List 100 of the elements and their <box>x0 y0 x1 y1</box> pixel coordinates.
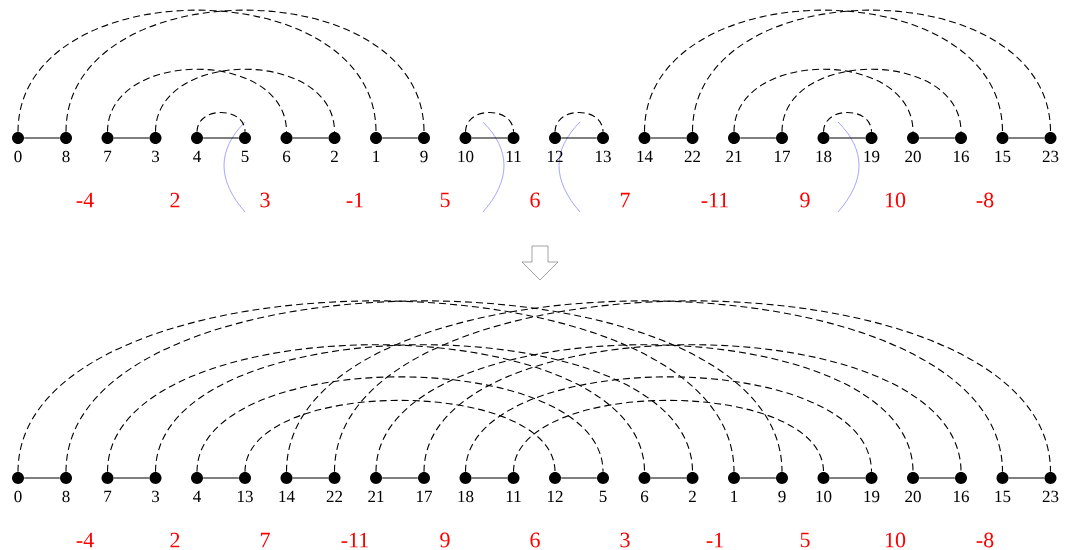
dashed-arc <box>106 68 288 133</box>
value-label: 2 <box>170 192 180 208</box>
node-label: 21 <box>368 490 384 502</box>
connector-line <box>560 477 598 479</box>
node-label: 4 <box>193 150 201 162</box>
value-label: 2 <box>170 532 180 548</box>
node-label: 21 <box>726 150 742 162</box>
value-label: 10 <box>885 192 906 208</box>
connector-line <box>829 137 866 139</box>
node-label: 8 <box>62 150 70 163</box>
node-label: 14 <box>637 150 653 162</box>
dashed-arc <box>822 111 873 133</box>
node-label: 13 <box>237 490 253 503</box>
connector-line <box>650 137 687 139</box>
node-label: 10 <box>458 150 474 163</box>
connector-line <box>918 477 956 479</box>
connector-line <box>202 477 240 479</box>
dashed-arc <box>554 111 604 133</box>
node-label: 20 <box>905 150 921 163</box>
connector-line <box>23 477 61 479</box>
node-label: 2 <box>331 150 338 162</box>
value-label: 6 <box>530 532 540 548</box>
node-label: 1 <box>731 490 738 502</box>
node-label: 17 <box>416 490 433 502</box>
node-label: 6 <box>282 150 291 163</box>
value-label: -11 <box>341 532 368 548</box>
dashed-arc <box>65 9 425 133</box>
node-label: 22 <box>684 150 701 162</box>
node-label: 7 <box>104 150 112 162</box>
value-label: 3 <box>620 532 630 548</box>
connector-line <box>381 477 419 479</box>
node-label: 12 <box>548 150 563 162</box>
connector-line <box>739 137 777 139</box>
node-label: 20 <box>905 490 921 503</box>
dashed-arc <box>196 376 604 473</box>
value-label: 9 <box>800 192 810 208</box>
dashed-arc <box>375 344 914 473</box>
node-label: 8 <box>62 490 70 503</box>
node-label: 14 <box>279 490 295 502</box>
value-label: -1 <box>706 532 723 548</box>
dashed-arc <box>643 9 1004 133</box>
connector-line <box>113 137 150 139</box>
dashed-arc <box>154 344 694 473</box>
node-label: 9 <box>420 150 428 163</box>
node-label: 17 <box>775 150 791 162</box>
node-label: 0 <box>14 150 22 163</box>
dashed-arc <box>17 9 377 133</box>
connector-line <box>381 137 419 139</box>
node-label: 10 <box>816 490 832 503</box>
connector-line <box>739 477 777 479</box>
node-label: 2 <box>689 490 696 502</box>
connector-line <box>829 477 866 479</box>
node-label: 9 <box>778 490 786 503</box>
value-label: 7 <box>260 532 270 548</box>
node-label: 1 <box>373 150 380 162</box>
value-label: 6 <box>530 192 540 208</box>
value-label: -4 <box>76 532 94 548</box>
node-label: 11 <box>506 150 521 162</box>
node-label: 18 <box>458 490 474 503</box>
connector-line <box>560 137 598 139</box>
connector-line <box>1008 477 1045 479</box>
node-label: 19 <box>864 490 880 503</box>
value-label: -4 <box>76 192 94 208</box>
node-label: 16 <box>954 150 970 163</box>
node-label: 3 <box>152 490 160 503</box>
node-label: 19 <box>864 150 880 163</box>
dashed-arc <box>464 376 873 473</box>
dashed-arc <box>154 68 336 133</box>
node-label: 0 <box>14 490 22 503</box>
node-label: 23 <box>1042 490 1059 503</box>
node-label: 23 <box>1042 150 1059 163</box>
connector-line <box>292 477 329 479</box>
dashed-arc <box>244 399 556 473</box>
node-label: 5 <box>599 490 607 503</box>
node-label: 15 <box>995 490 1011 503</box>
dashed-arc <box>733 68 914 133</box>
node-label: 7 <box>104 490 112 502</box>
connector-line <box>650 477 687 479</box>
connector-line <box>918 137 956 139</box>
connector-line <box>113 477 150 479</box>
node-label: 6 <box>640 490 649 503</box>
dashed-arc <box>781 68 962 133</box>
node-label: 4 <box>193 490 201 502</box>
dashed-arc <box>691 9 1052 133</box>
node-label: 16 <box>954 490 970 503</box>
value-label: 5 <box>440 192 450 208</box>
value-label: 10 <box>885 532 906 548</box>
node-label: 12 <box>548 490 563 502</box>
connector-line <box>292 137 329 139</box>
node-label: 11 <box>506 490 521 502</box>
value-label: -11 <box>701 192 728 208</box>
node-label: 3 <box>152 150 160 163</box>
node-label: 22 <box>326 490 343 502</box>
connector-line <box>23 137 61 139</box>
value-label: -8 <box>976 532 994 548</box>
dashed-arc <box>512 399 825 473</box>
dashed-arc <box>106 344 646 473</box>
value-label: 7 <box>620 192 630 208</box>
dashed-arc <box>464 111 515 133</box>
value-label: 5 <box>800 532 810 548</box>
